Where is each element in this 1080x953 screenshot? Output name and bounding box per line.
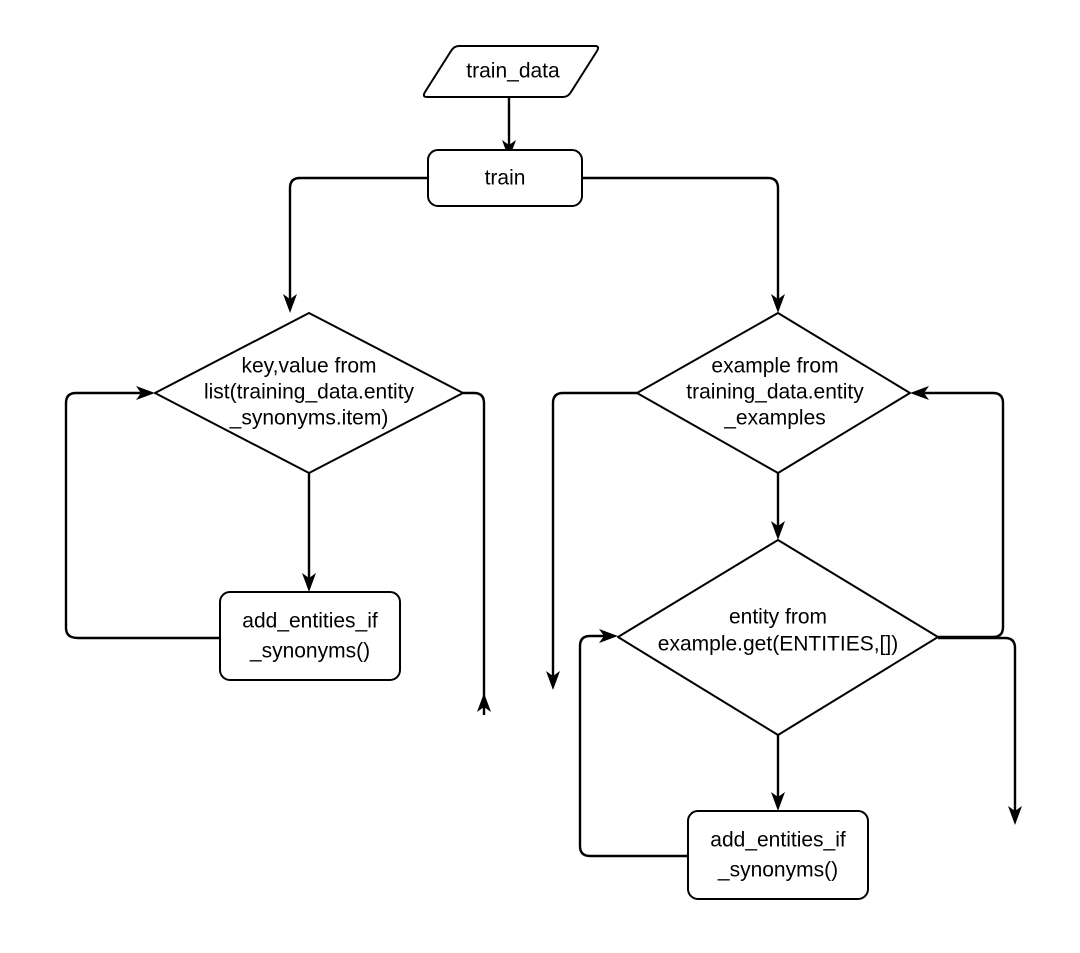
node-label-line1: example from [711,355,838,378]
arrow-head-left [910,386,929,400]
node-label-line1: entity from [729,606,827,629]
edge-line [463,391,486,715]
arrow-head-down [771,521,785,540]
node-add-entities-left[interactable]: add_entities_if _synonyms() [219,591,401,681]
edge-line [582,176,780,300]
arrow-head-down [771,294,785,313]
diamond-shape [636,312,911,474]
edge-line [64,391,220,640]
node-label-line2: _synonyms() [717,859,838,882]
edge-line [288,176,428,300]
edge-line [551,391,637,677]
node-left-loop[interactable]: key,value from list(training_data.entity… [154,312,464,474]
diamond-shape [617,539,939,736]
arrow-head-down [546,671,560,690]
edge-add-entities-back-to-left-loop [64,386,220,640]
node-label-line1: add_entities_if [710,829,846,852]
node-train[interactable]: train [427,149,583,207]
node-right-loop[interactable]: example from training_data.entity _examp… [636,312,911,474]
edge-train-to-right-loop [582,176,785,313]
node-label-line2: training_data.entity [686,381,864,404]
node-label-line2: _synonyms() [249,640,370,663]
edge-line [578,634,688,858]
edge-right-loop-exit [546,391,637,690]
edge-right-loop-to-entity-loop [771,473,785,540]
node-label-line3: _examples [723,407,826,430]
rounded-rect-shape [427,149,583,207]
edge-entity-loop-exit [938,636,1022,825]
edge-add-entities-back-to-entity-loop [578,629,688,858]
node-add-entities-right[interactable]: add_entities_if _synonyms() [687,810,869,900]
node-label-line2: example.get(ENTITIES,[]) [658,633,898,656]
rounded-rect-shape [687,810,869,900]
node-train-data[interactable]: train_data [422,45,600,98]
arrow-head-up [477,693,491,712]
arrow-head-down [302,573,316,592]
edge-left-loop-exit [463,391,491,715]
parallelogram-shape [422,45,600,98]
node-label: train_data [466,60,560,83]
edge-entity-loop-back-to-right-loop [910,386,1005,639]
arrow-head-right [136,386,155,400]
edge-entity-loop-to-add-entities [771,735,785,811]
arrow-head-right [599,629,618,643]
node-entity-loop[interactable]: entity from example.get(ENTITIES,[]) [617,539,939,736]
node-label-line3: _synonyms.item) [229,407,389,430]
node-label-line1: add_entities_if [242,610,378,633]
edge-line [938,636,1017,812]
node-label-line1: key,value from [242,355,377,378]
node-label-line2: list(training_data.entity [204,381,415,404]
node-label: train [485,167,526,190]
arrow-head-down [771,792,785,811]
edge-left-loop-to-add-entities [302,473,316,592]
rounded-rect-shape [219,591,401,681]
edge-line [923,391,1005,639]
arrow-head-down [283,294,297,313]
arrow-head-down [1008,806,1022,825]
edge-train-to-left-loop [283,176,428,313]
diamond-shape [154,312,464,474]
